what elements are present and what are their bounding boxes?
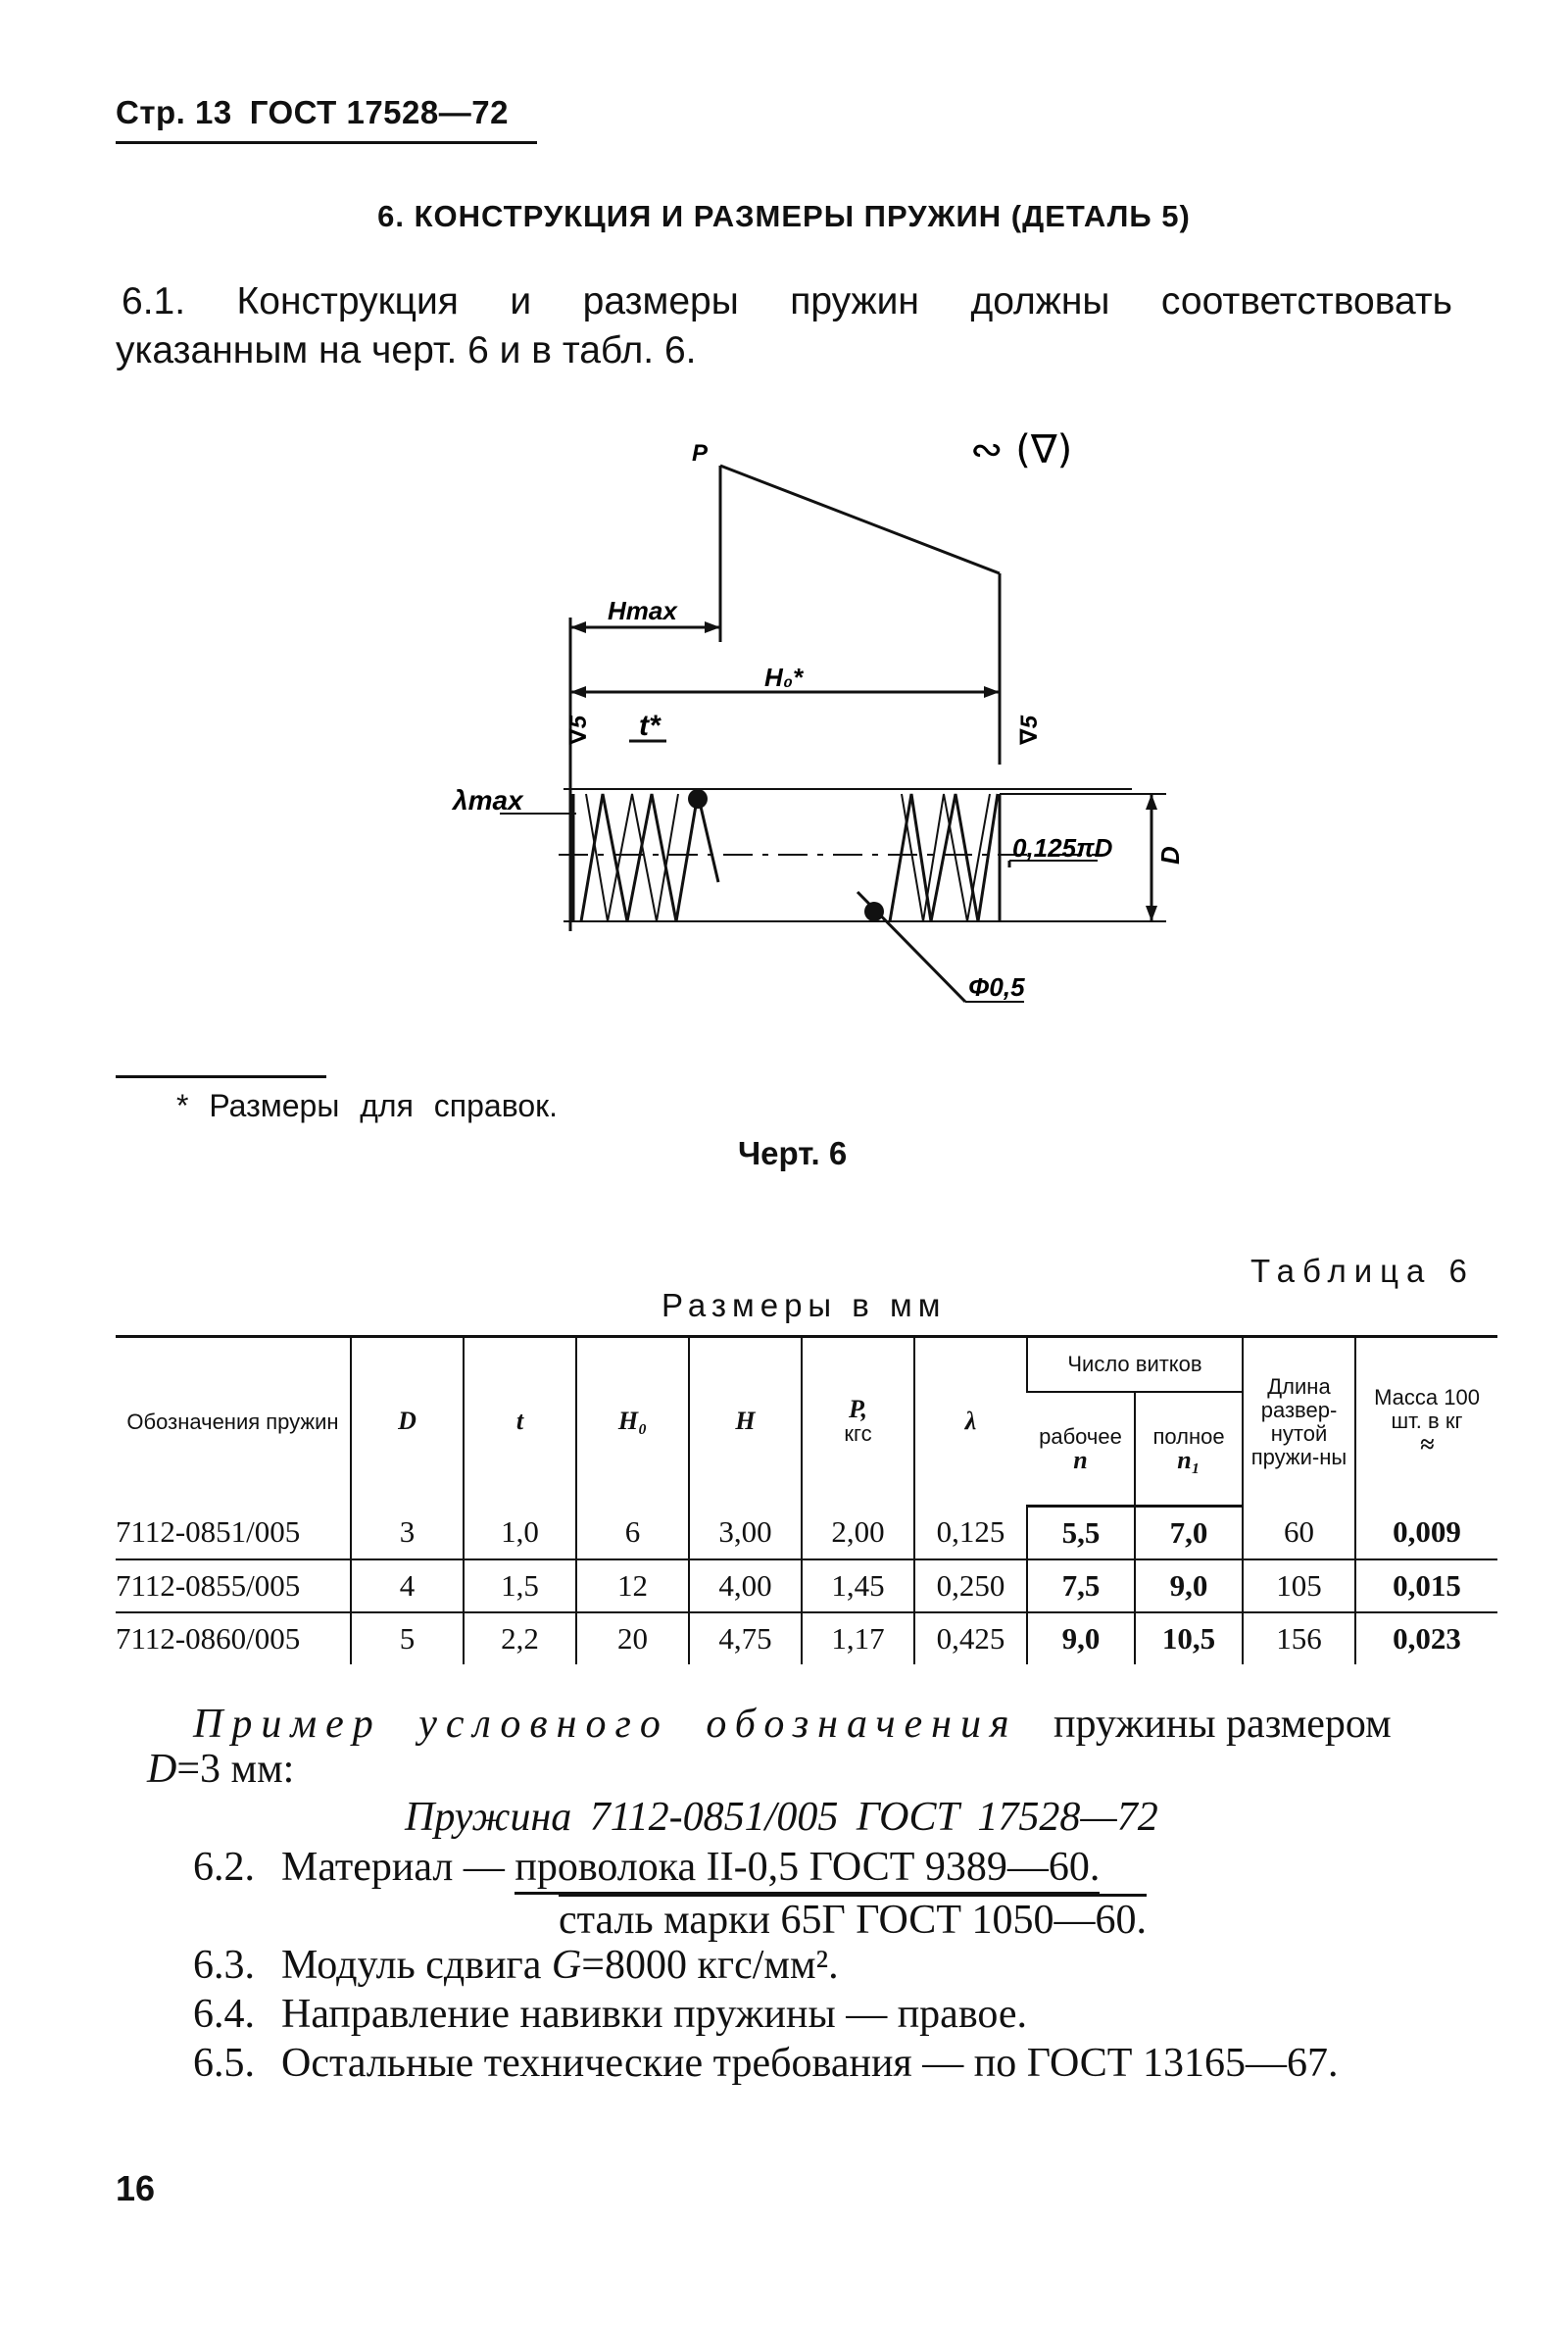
cell-h: 4,75 xyxy=(688,1612,802,1664)
table-row: 7112-0855/005 4 1,5 12 4,00 1,45 0,250 7… xyxy=(116,1559,1497,1613)
footnote: * Размеры для справок. xyxy=(176,1088,559,1123)
cell-h0: 12 xyxy=(575,1559,689,1613)
example-rest: пружины размером xyxy=(1054,1702,1392,1747)
cell-n1: 7,0 xyxy=(1134,1506,1243,1560)
cell-designation: 7112-0860/005 xyxy=(116,1621,301,1656)
label-h0: H₀* xyxy=(764,663,805,692)
header-turns: Число витков xyxy=(1026,1335,1243,1392)
cell-d: 3 xyxy=(350,1506,464,1560)
roughness-symbol: ∾ (∇) xyxy=(970,427,1072,472)
cell-n: 5,5 xyxy=(1026,1506,1135,1560)
header-t: t xyxy=(463,1335,576,1507)
label-lambda-max: λmax xyxy=(451,785,524,816)
cell-mass: 0,009 xyxy=(1354,1506,1497,1560)
cell-p: 1,45 xyxy=(801,1559,914,1613)
cell-t: 2,2 xyxy=(463,1612,576,1664)
cell-p: 2,00 xyxy=(801,1506,914,1560)
cell-mass: 0,015 xyxy=(1354,1559,1497,1613)
paragraph-6-1: 6.1. Конструкция и размеры пружин должны… xyxy=(116,277,1453,375)
cell-p: 1,17 xyxy=(801,1612,914,1664)
page-header: Стр. 13 ГОСТ 17528—72 xyxy=(116,94,537,144)
example-line-1: Пример условного обозначения xyxy=(193,1701,1018,1748)
spring-table: Обозначения пружин D t H₀ H P,кгс λ Числ… xyxy=(116,1335,1497,1664)
cell-h: 4,00 xyxy=(688,1559,802,1613)
table-label: Таблица 6 xyxy=(1250,1253,1475,1289)
spring-drawing: ∾ (∇) P Hmax H₀* t* λmax ∇5 ∇5 0,125πD D… xyxy=(451,427,1185,1004)
header-h0: H₀ xyxy=(575,1335,689,1507)
item-6-3: 6.3.Модуль сдвига G=8000 кгс/мм². xyxy=(193,1943,839,1988)
cell-d: 4 xyxy=(350,1559,464,1613)
cell-t: 1,5 xyxy=(463,1559,576,1613)
header-designation: Обозначения пружин xyxy=(116,1335,351,1507)
cell-length: 156 xyxy=(1242,1612,1355,1664)
label-p: P xyxy=(692,440,709,467)
cell-n: 9,0 xyxy=(1026,1612,1135,1664)
label-surface-left: ∇5 xyxy=(565,715,592,745)
label-tolerance: 0,125πD xyxy=(1012,833,1113,863)
header-p: P,кгс xyxy=(801,1335,914,1507)
table-row: 7112-0860/005 5 2,2 20 4,75 1,17 0,425 9… xyxy=(116,1612,1497,1664)
item-6-2: 6.2.Материал — проволока II-0,5 ГОСТ 938… xyxy=(193,1844,1101,1895)
example-designation: Пружина 7112-0851/005 ГОСТ 17528—72 xyxy=(405,1795,1158,1840)
cell-length: 60 xyxy=(1242,1506,1355,1560)
cell-h: 3,00 xyxy=(688,1506,802,1560)
example-spaced-text: Пример условного обозначения xyxy=(193,1702,1018,1747)
label-hmax: Hmax xyxy=(608,596,678,625)
label-phi: Φ0,5 xyxy=(968,972,1025,1002)
table-row: 7112-0851/005 3 1,0 6 3,00 2,00 0,125 5,… xyxy=(116,1506,1497,1560)
cell-n1: 9,0 xyxy=(1134,1559,1243,1613)
cell-designation: 7112-0851/005 xyxy=(116,1506,351,1560)
header-length: Длина развер-нутой пружи-ны xyxy=(1242,1335,1355,1507)
item-6-4: 6.4.Направление навивки пружины — правое… xyxy=(193,1992,1028,2037)
paragraph-line-1: 6.1. Конструкция и размеры пружин должны… xyxy=(122,280,1452,322)
cell-n1: 10,5 xyxy=(1134,1612,1243,1664)
header-lambda: λ xyxy=(913,1335,1027,1507)
cell-designation: 7112-0855/005 xyxy=(116,1559,351,1613)
cell-t: 1,0 xyxy=(463,1506,576,1560)
cell-h0: 20 xyxy=(575,1612,689,1664)
example-line-2: D=3 мм: xyxy=(147,1747,295,1792)
label-t: t* xyxy=(639,710,662,742)
footnote-rule xyxy=(116,1075,326,1078)
cell-h0: 6 xyxy=(575,1506,689,1560)
header-standard: ГОСТ 17528—72 xyxy=(249,94,509,130)
label-d: D xyxy=(1155,846,1185,865)
item-6-5: 6.5.Остальные технические требования — п… xyxy=(193,2041,1339,2086)
table-units: Размеры в мм xyxy=(662,1287,947,1323)
cell-n: 7,5 xyxy=(1026,1559,1135,1613)
section-title: 6. КОНСТРУКЦИЯ И РАЗМЕРЫ ПРУЖИН (ДЕТАЛЬ … xyxy=(377,199,1191,233)
cell-length: 105 xyxy=(1242,1559,1355,1613)
page-number: 16 xyxy=(116,2168,156,2208)
paragraph-line-2: указанным на черт. 6 и в табл. 6. xyxy=(116,329,697,371)
figure-caption: Черт. 6 xyxy=(738,1135,848,1171)
header-h: H xyxy=(688,1335,802,1507)
item-6-2-line-2: сталь марки 65Г ГОСТ 1050—60. xyxy=(559,1894,1147,1944)
header-page: Стр. 13 xyxy=(116,94,232,130)
cell-lambda: 0,250 xyxy=(913,1559,1027,1613)
cell-lambda: 0,425 xyxy=(913,1612,1027,1664)
cell-d: 5 xyxy=(350,1612,464,1664)
cell-lambda: 0,125 xyxy=(913,1506,1027,1560)
label-surface-right: ∇5 xyxy=(1016,715,1043,745)
cell-mass: 0,023 xyxy=(1354,1612,1497,1664)
header-d: D xyxy=(350,1335,464,1507)
header-mass: Масса 100 шт. в кг≈ xyxy=(1354,1335,1497,1507)
